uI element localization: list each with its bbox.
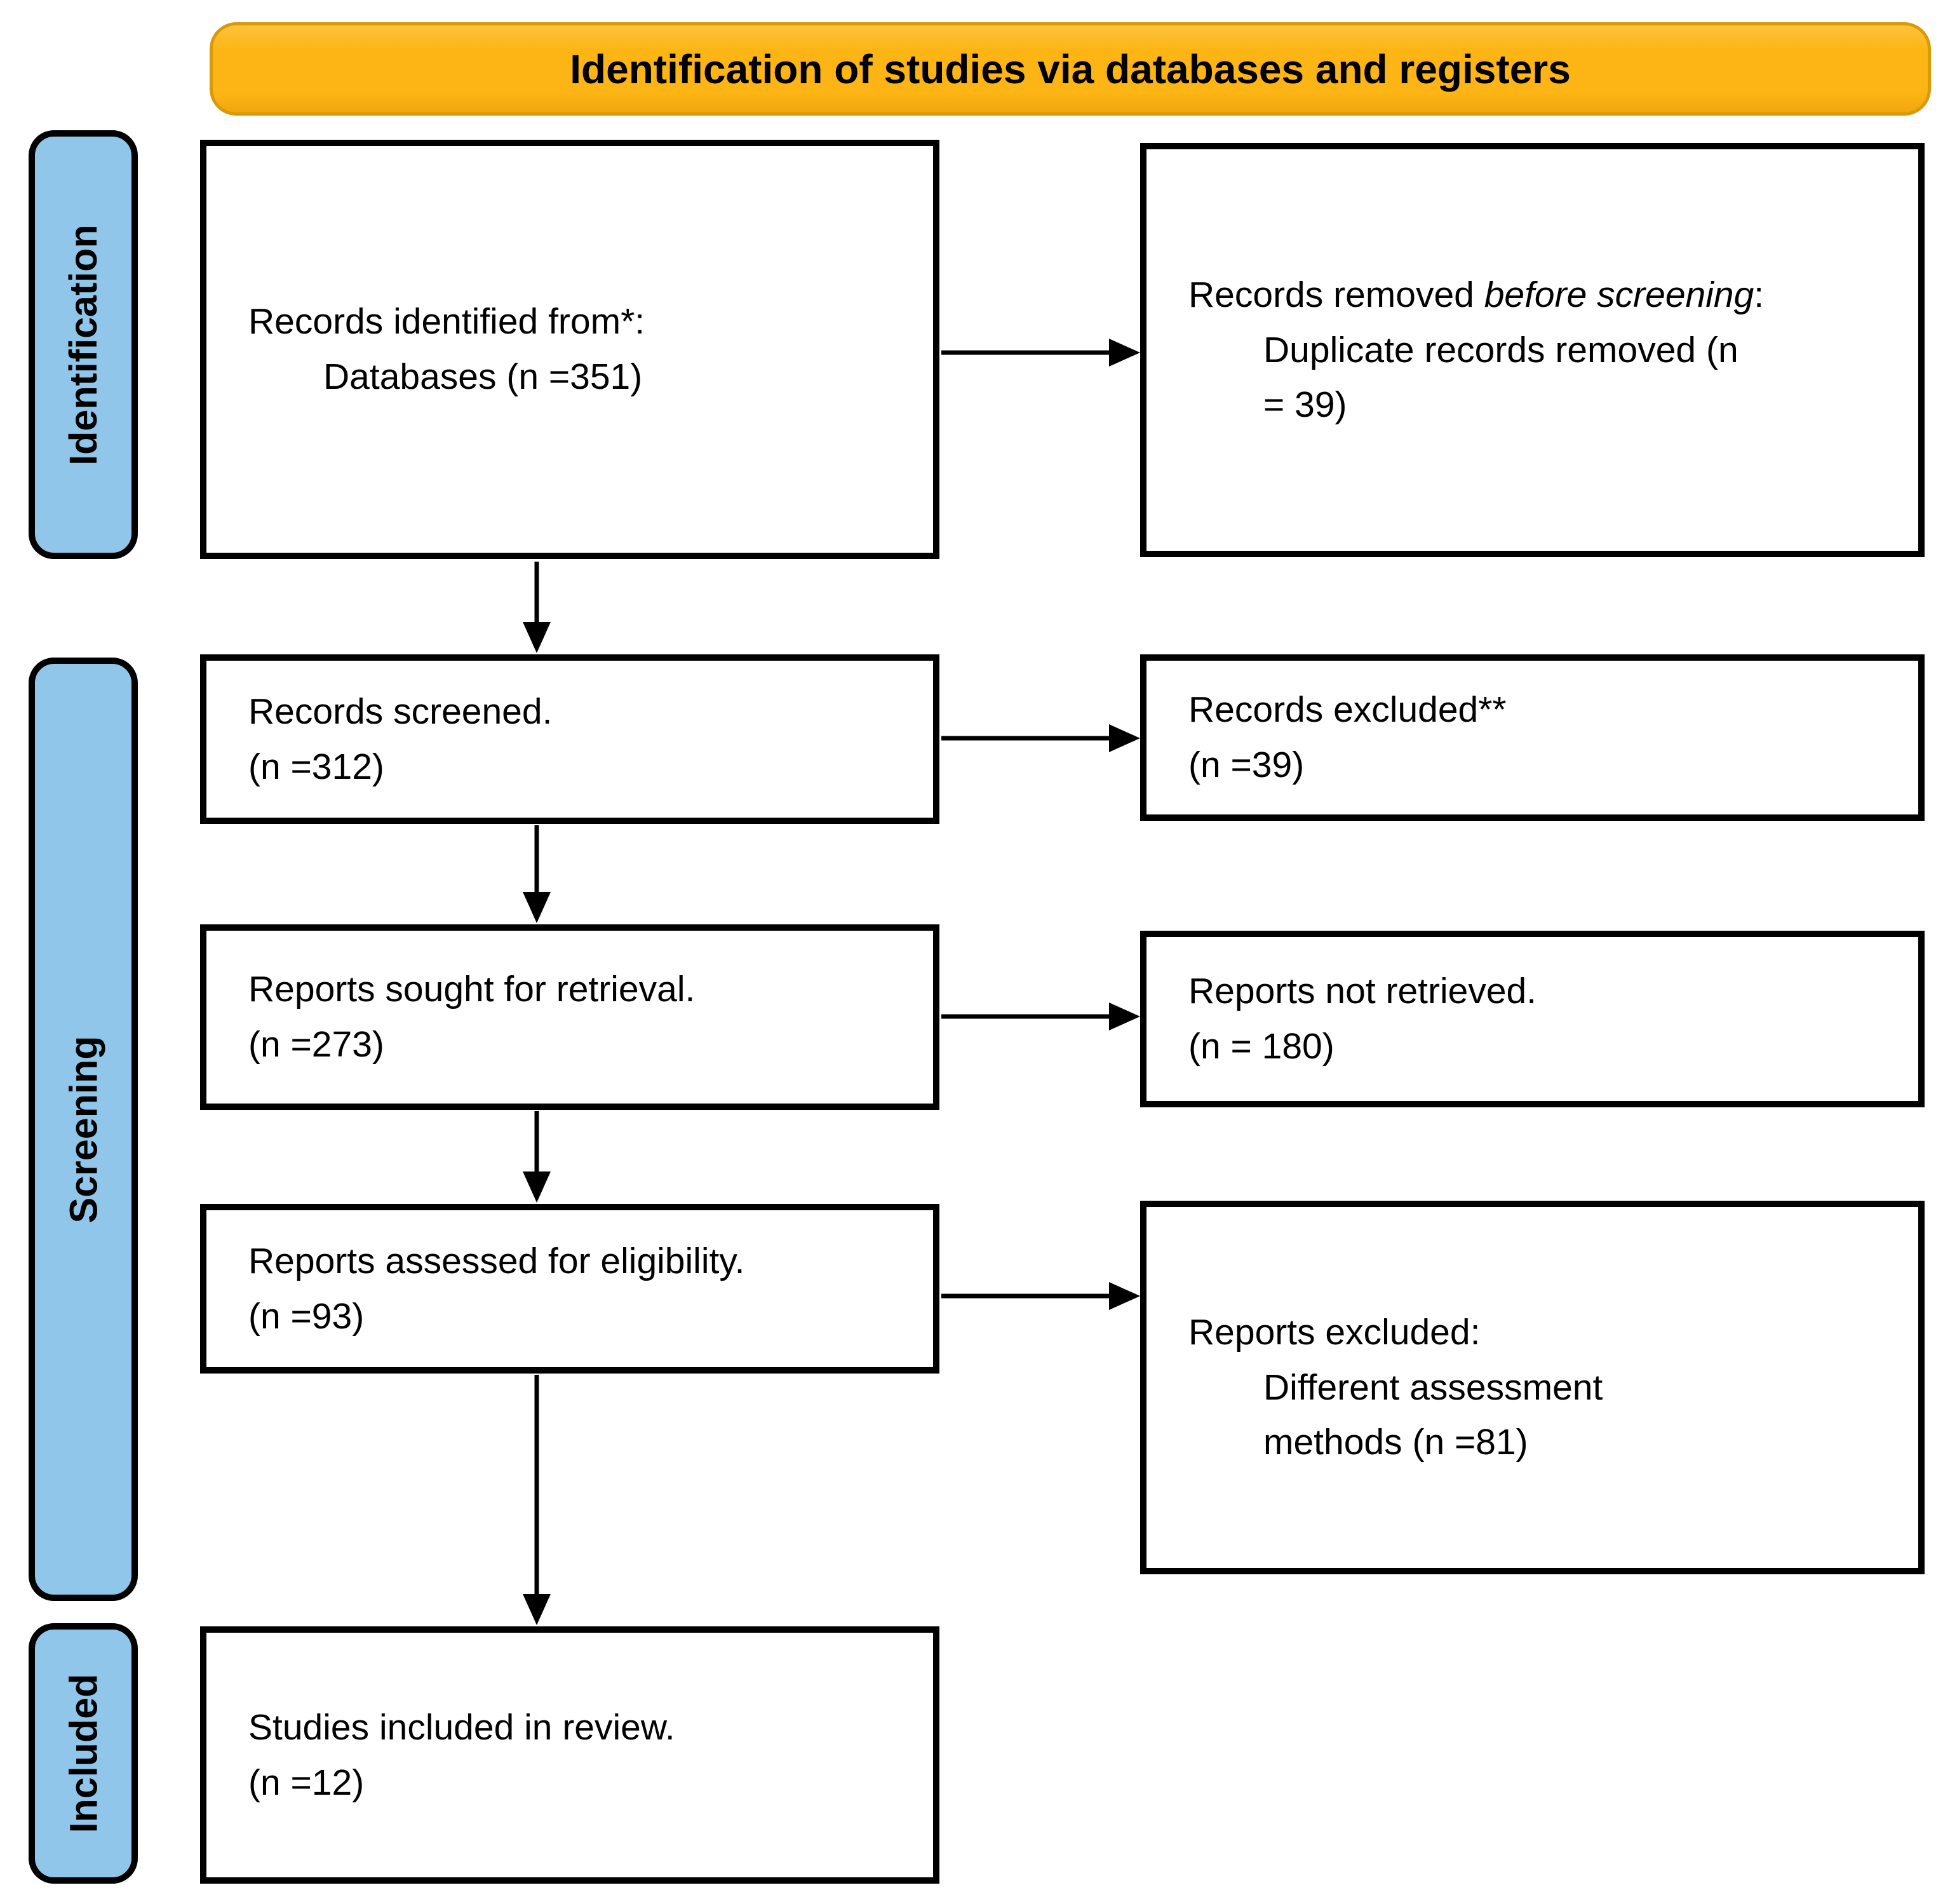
box-studies-included: Studies included in review. (n =12) bbox=[200, 1626, 939, 1884]
box-reports-excluded: Reports excluded: Different assessment m… bbox=[1140, 1201, 1925, 1574]
arrow-screened-to-excluded bbox=[941, 724, 1140, 752]
box-records-screened: Records screened. (n =312) bbox=[200, 654, 939, 824]
box-subline: Databases (n =351) bbox=[323, 356, 643, 397]
box-reports-not-retrieved: Reports not retrieved. (n = 180) bbox=[1140, 931, 1925, 1107]
arrow-sought-to-not-retrieved bbox=[941, 1003, 1140, 1030]
italic-phrase: before screening bbox=[1484, 274, 1754, 316]
arrow-screened-to-sought bbox=[523, 825, 551, 923]
stage-screening-label: Screening bbox=[62, 1036, 105, 1223]
box-line: Studies included in review. bbox=[248, 1706, 675, 1748]
box-line: Records identified from*: bbox=[248, 301, 645, 342]
stage-included: Included bbox=[29, 1623, 138, 1884]
box-subline: methods (n =81) bbox=[1263, 1422, 1528, 1463]
box-line: Reports excluded: bbox=[1188, 1312, 1481, 1353]
arrow-assessed-to-included bbox=[523, 1375, 551, 1625]
box-line: Reports sought for retrieval. bbox=[248, 969, 696, 1010]
title-text: Identification of studies via databases … bbox=[570, 46, 1571, 92]
stage-screening: Screening bbox=[29, 658, 138, 1601]
title-banner: Identification of studies via databases … bbox=[210, 22, 1931, 116]
box-line: Reports not retrieved. bbox=[1188, 971, 1537, 1012]
arrow-identified-to-screened bbox=[523, 562, 551, 653]
box-records-excluded: Records excluded** (n =39) bbox=[1140, 654, 1925, 821]
box-line: Reports assessed for eligibility. bbox=[248, 1240, 745, 1281]
box-records-identified: Records identified from*: Databases (n =… bbox=[200, 140, 939, 559]
box-line: (n =93) bbox=[248, 1295, 365, 1337]
box-line: (n =39) bbox=[1188, 745, 1305, 785]
box-line: (n =273) bbox=[248, 1024, 384, 1065]
box-reports-sought: Reports sought for retrieval. (n =273) bbox=[200, 924, 939, 1110]
arrow-assessed-to-reports-excluded bbox=[941, 1282, 1140, 1310]
box-records-removed: Records removed before screening: Duplic… bbox=[1140, 143, 1925, 557]
box-line: (n =312) bbox=[248, 746, 384, 787]
box-line: (n = 180) bbox=[1188, 1026, 1335, 1067]
stage-identification: Identification bbox=[29, 130, 138, 559]
box-reports-assessed: Reports assessed for eligibility. (n =93… bbox=[200, 1204, 939, 1374]
arrow-identified-to-removed bbox=[941, 339, 1140, 367]
box-line: (n =12) bbox=[248, 1762, 365, 1803]
box-line: Records excluded** bbox=[1188, 689, 1507, 731]
box-subline: = 39) bbox=[1263, 384, 1347, 426]
stage-identification-label: Identification bbox=[62, 224, 105, 466]
box-line: Records removed before screening: bbox=[1188, 274, 1765, 316]
box-line: Records screened. bbox=[248, 691, 553, 732]
box-subline: Duplicate records removed (n bbox=[1263, 329, 1738, 370]
box-subline: Different assessment bbox=[1263, 1367, 1603, 1408]
stage-included-label: Included bbox=[62, 1673, 105, 1833]
arrow-sought-to-assessed bbox=[523, 1111, 551, 1203]
